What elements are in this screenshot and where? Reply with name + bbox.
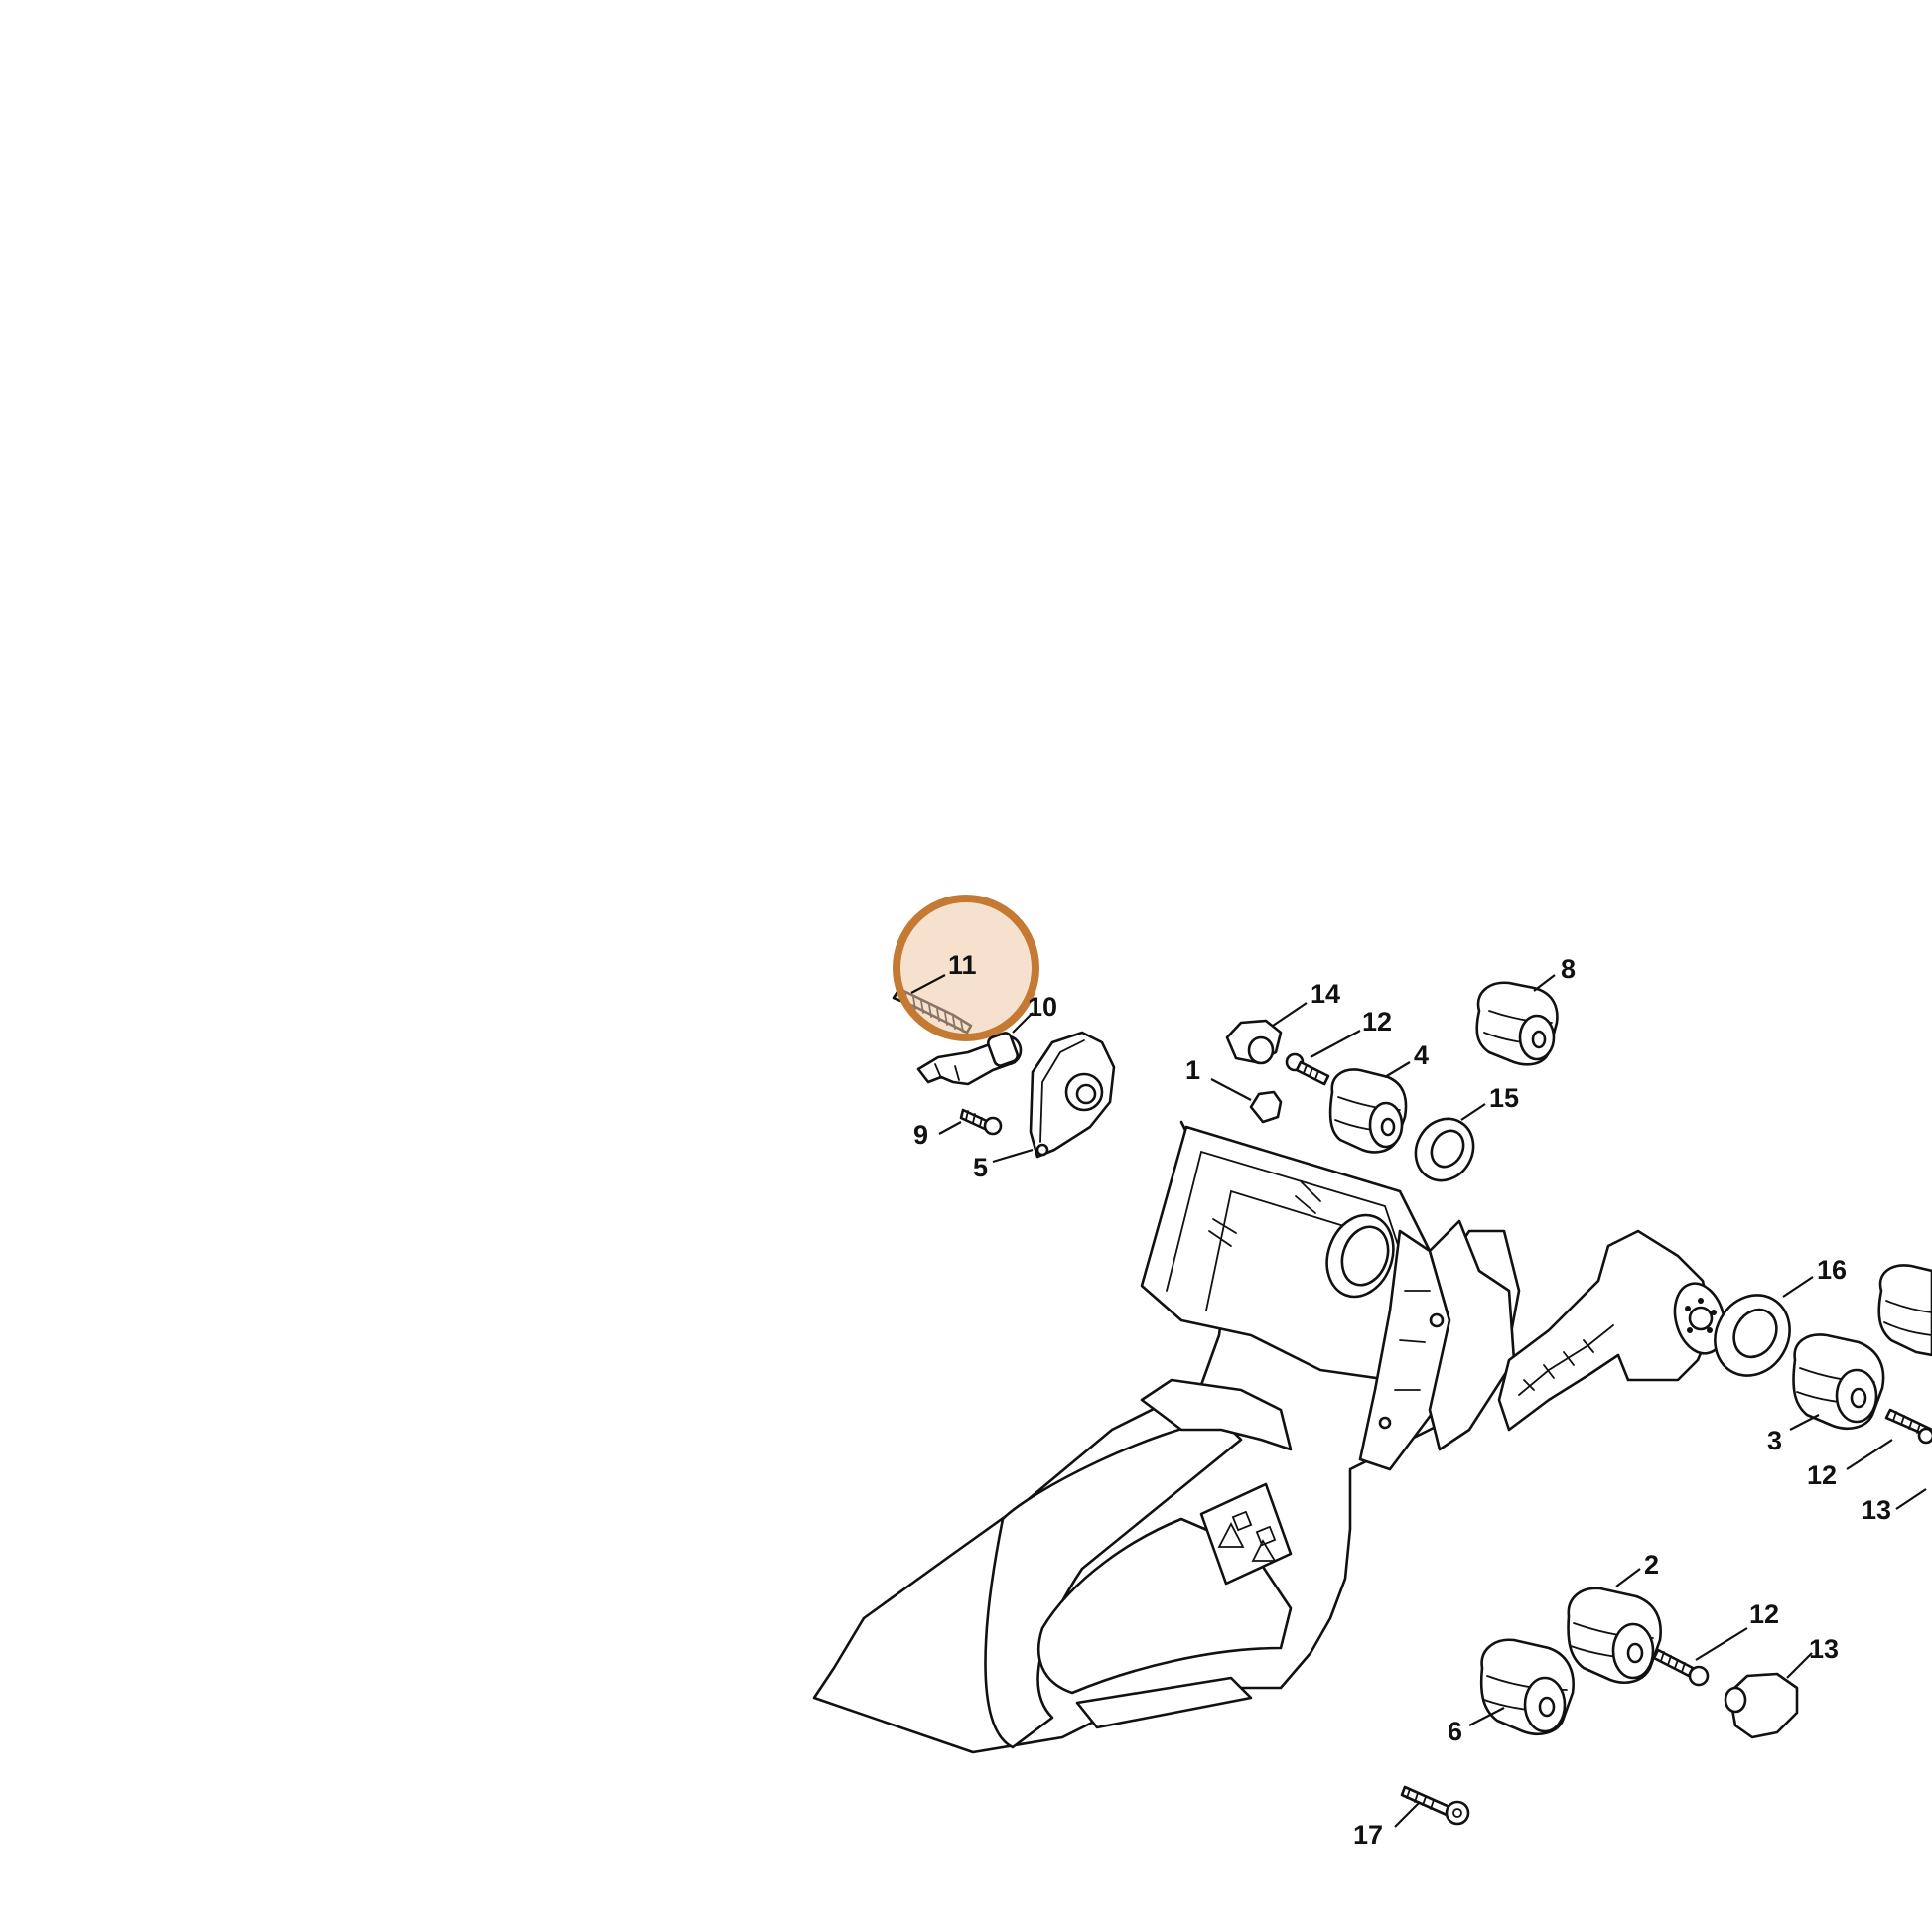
- callout-16[interactable]: 16: [1817, 1255, 1847, 1285]
- part-4-buffer[interactable]: [1328, 1068, 1408, 1154]
- callout-15[interactable]: 15: [1489, 1083, 1519, 1113]
- callout-11[interactable]: 11: [948, 950, 977, 980]
- part-12-screw-top[interactable]: [1285, 1052, 1330, 1086]
- callout-6[interactable]: 6: [1448, 1717, 1462, 1746]
- part-13-cap-bottom[interactable]: [1724, 1672, 1799, 1739]
- callout-2[interactable]: 2: [1644, 1550, 1659, 1580]
- callout-10[interactable]: 10: [1028, 992, 1057, 1022]
- part-5-cover[interactable]: [1029, 1031, 1116, 1159]
- callout-8[interactable]: 8: [1561, 954, 1576, 984]
- part-9-screw[interactable]: [959, 1108, 1003, 1136]
- part-1-buffer[interactable]: [1249, 1090, 1283, 1124]
- callout-13-bottom[interactable]: 13: [1809, 1634, 1839, 1664]
- rear-handle-arm[interactable]: [1497, 1229, 1731, 1432]
- callout-labels: 11 10 9 5 14 12 8 1 4 15 16 3 12 13 2 12…: [913, 950, 1891, 1850]
- callout-3[interactable]: 3: [1767, 1426, 1782, 1455]
- part-6-buffer[interactable]: [1479, 1638, 1575, 1735]
- leader-lines: [910, 974, 1927, 1828]
- part-12-screw-bottom[interactable]: [1652, 1648, 1710, 1687]
- part-12-screw-right[interactable]: [1884, 1408, 1932, 1445]
- callout-12-top[interactable]: 12: [1362, 1007, 1392, 1036]
- part-15-ring[interactable]: [1405, 1108, 1484, 1190]
- part-2-buffer[interactable]: [1567, 1587, 1662, 1684]
- part-10-bracket[interactable]: [916, 1032, 1023, 1086]
- part-8-buffer[interactable]: [1475, 981, 1559, 1066]
- callout-13-right[interactable]: 13: [1862, 1495, 1891, 1525]
- handle-housing[interactable]: [812, 1120, 1521, 1754]
- highlight-ring-11[interactable]: [893, 895, 1039, 1041]
- part-3-buffer[interactable]: [1792, 1333, 1885, 1430]
- callout-12-bottom[interactable]: 12: [1749, 1599, 1779, 1629]
- callout-9[interactable]: 9: [913, 1120, 928, 1150]
- callout-5[interactable]: 5: [973, 1153, 988, 1182]
- part-17-bolt[interactable]: [1400, 1785, 1470, 1826]
- callout-17[interactable]: 17: [1353, 1820, 1383, 1850]
- callout-12-right[interactable]: 12: [1807, 1460, 1837, 1490]
- part-buffer-edge[interactable]: [1877, 1264, 1932, 1357]
- callout-4[interactable]: 4: [1414, 1040, 1429, 1070]
- part-16-ring[interactable]: [1701, 1282, 1804, 1390]
- part-14-cap[interactable]: [1225, 1019, 1283, 1065]
- callout-14[interactable]: 14: [1311, 979, 1340, 1009]
- callout-1[interactable]: 1: [1185, 1055, 1200, 1085]
